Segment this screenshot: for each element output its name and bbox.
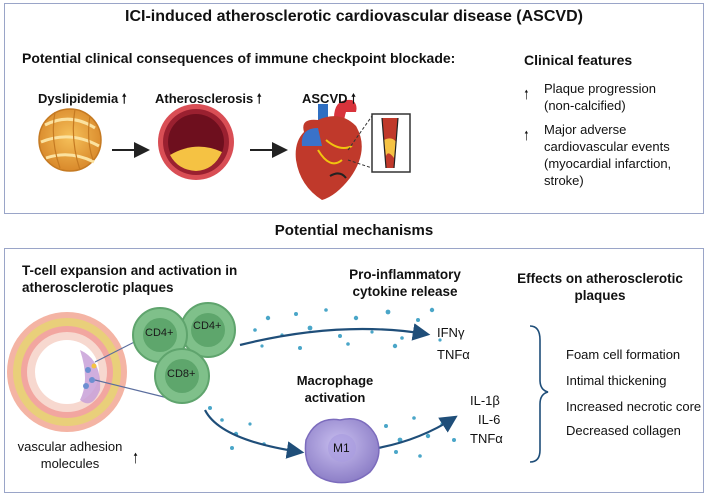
up-arrow-icon: 🠑 [524, 87, 529, 102]
heart-icon [295, 99, 362, 200]
vessel-cross-section-icon [7, 312, 127, 432]
cd4-label-1: CD4+ [145, 327, 174, 339]
up-arrow-icon: 🠑 [118, 91, 127, 106]
up-arrow-icon: 🠑 [253, 91, 262, 106]
cytokine-tnfa-1: TNFα [437, 347, 470, 362]
step-atherosclerosis: Atherosclerosis 🠑 [155, 91, 262, 106]
up-arrow-icon: 🠑 [524, 128, 529, 143]
tcell-to-cytokine-arrow [239, 323, 431, 347]
up-arrow-icon: 🠑 [133, 450, 139, 466]
effect-4: Decreased collagen [566, 423, 681, 438]
cytokine-ifng: IFNγ [437, 325, 465, 340]
cd4-label-2: CD4+ [193, 320, 222, 332]
features-title: Clinical features [524, 52, 633, 68]
step-ascvd: ASCVD 🠑 [302, 91, 356, 106]
macrophage-icon [304, 418, 380, 484]
up-arrow-icon: 🠑 [347, 91, 356, 106]
effect-3: Increased necrotic core [566, 399, 702, 414]
t-cells-icon [132, 302, 236, 404]
cd8-label: CD8+ [167, 368, 196, 380]
lipoprotein-icon [38, 108, 102, 172]
tcell-to-macrophage-arrow [204, 409, 305, 459]
cytokine-dots [208, 307, 456, 458]
effects-bracket [529, 325, 549, 463]
m1-label: M1 [333, 441, 350, 455]
cytokine-il1b: IL-1β [470, 393, 500, 408]
effect-1: Foam cell formation [566, 347, 681, 362]
effect-2: Intimal thickening [566, 373, 667, 388]
cytokine-il6: IL-6 [478, 412, 501, 427]
feature-1-text: Plaque progression(non-calcified) [544, 81, 657, 113]
cytokine-tnfa-2: TNFα [470, 431, 503, 446]
feature-1: 🠑 [524, 86, 529, 103]
step-dyslipidemia: Dyslipidemia 🠑 [38, 91, 127, 106]
clinical-consequences-panel [4, 3, 704, 214]
plaque-zoom-inset [347, 113, 411, 173]
mechanisms-title: Potential mechanisms [274, 222, 434, 239]
feature-2: 🠑 [524, 127, 529, 144]
clinical-heading: Potential clinical consequences of immun… [22, 50, 456, 66]
macrophage-to-cytokine-arrow [377, 415, 458, 450]
artery-icon [158, 104, 234, 180]
mechanisms-panel [4, 248, 704, 493]
page-title: ICI-induced atherosclerotic cardiovascul… [125, 8, 583, 25]
